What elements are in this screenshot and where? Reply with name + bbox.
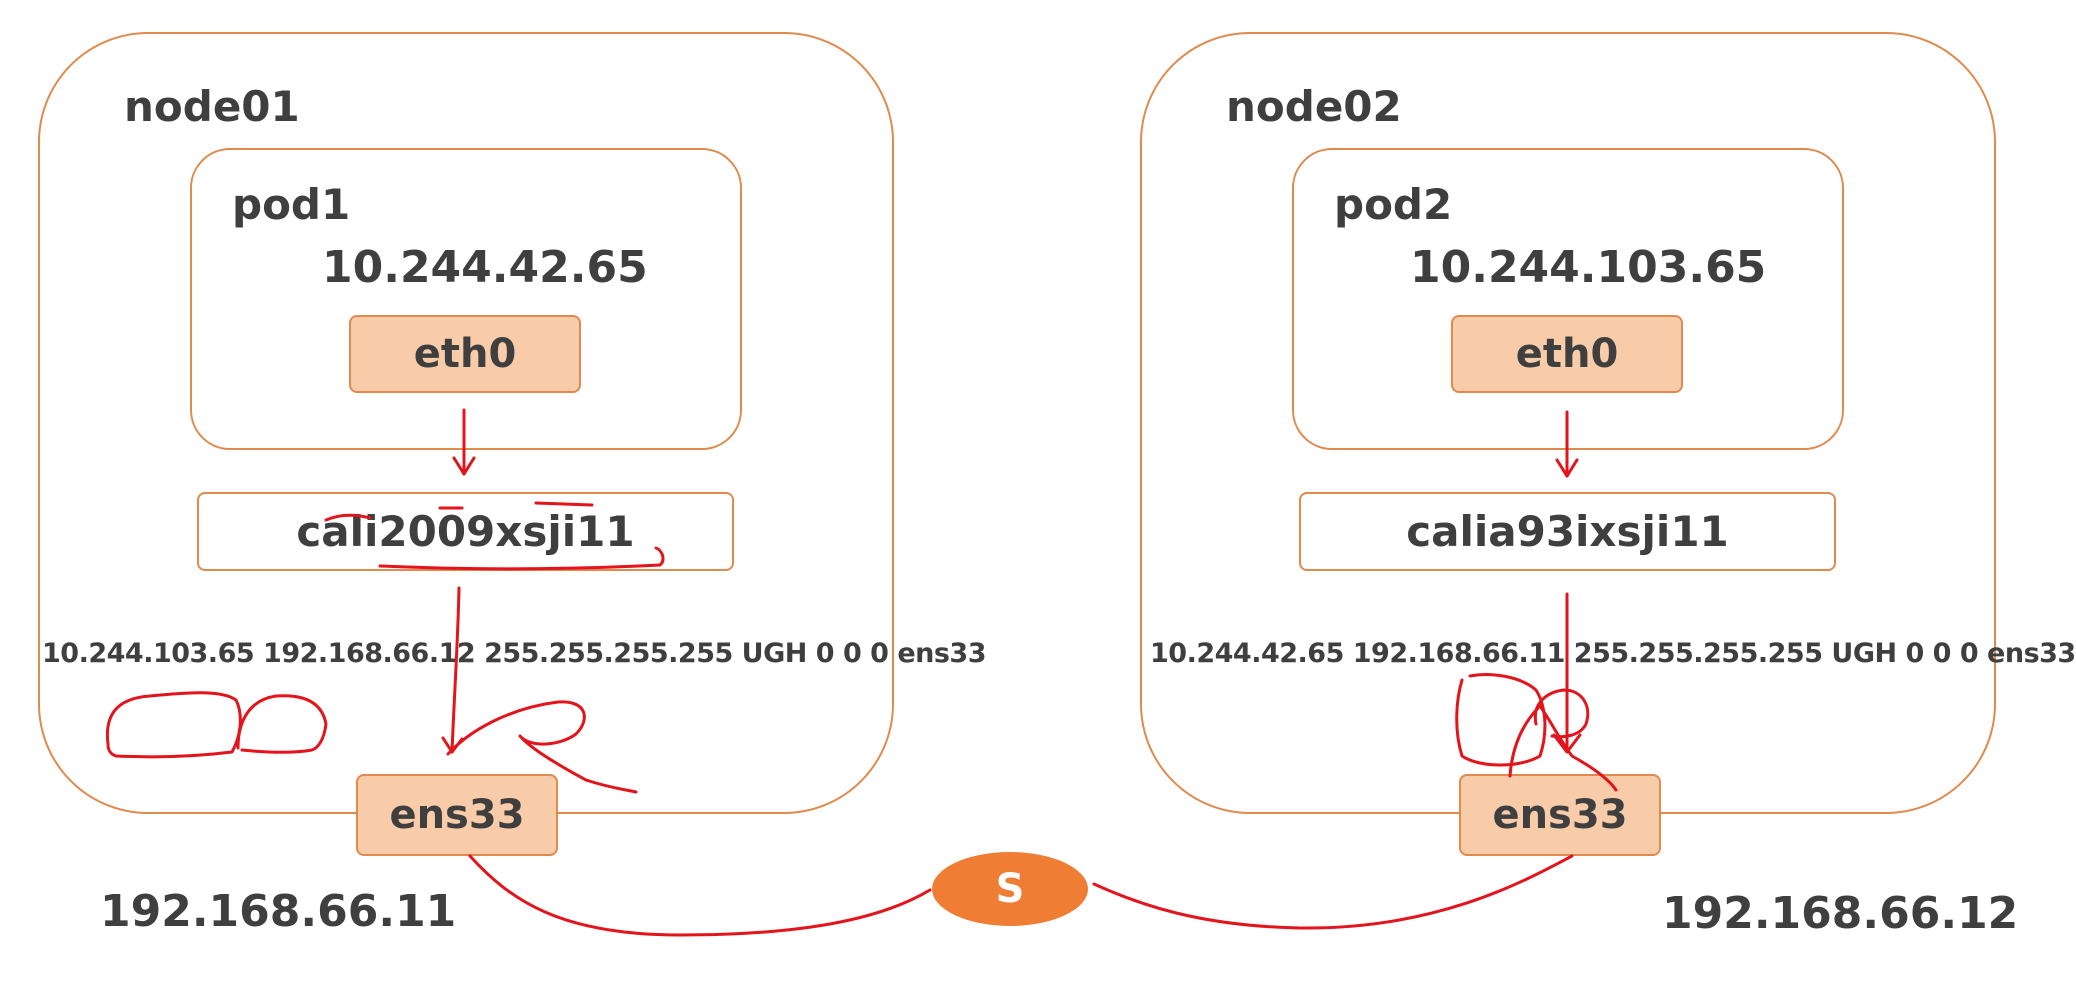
node01-to-switch-link bbox=[468, 854, 932, 937]
pod2-ip: 10.244.103.65 bbox=[1410, 242, 1767, 293]
pod1-box bbox=[190, 148, 742, 450]
node01-host-ip: 192.168.66.11 bbox=[100, 886, 457, 937]
pod1-ip: 10.244.42.65 bbox=[322, 242, 648, 293]
node02-to-switch-link bbox=[1092, 854, 1574, 930]
pod1-eth0-interface[interactable]: eth0 bbox=[349, 315, 581, 393]
node02-host-ip: 192.168.66.12 bbox=[1662, 888, 2019, 939]
node02-title: node02 bbox=[1226, 82, 1402, 131]
node02-ens33-interface[interactable]: ens33 bbox=[1459, 774, 1661, 856]
node01-route-entry: 10.244.103.65 192.168.66.12 255.255.255.… bbox=[42, 638, 987, 669]
node02-route-entry: 10.244.42.65 192.168.66.11 255.255.255.2… bbox=[1150, 638, 2076, 669]
pod1-title: pod1 bbox=[232, 180, 351, 229]
switch-node[interactable]: S bbox=[932, 852, 1088, 926]
pod2-eth0-interface[interactable]: eth0 bbox=[1451, 315, 1683, 393]
node01-ens33-interface[interactable]: ens33 bbox=[356, 774, 558, 856]
node02-cali-interface[interactable]: calia93ixsji11 bbox=[1299, 492, 1836, 571]
node01-cali-interface[interactable]: cali2009xsji11 bbox=[197, 492, 734, 571]
pod2-title: pod2 bbox=[1334, 180, 1453, 229]
node01-title: node01 bbox=[124, 82, 300, 131]
